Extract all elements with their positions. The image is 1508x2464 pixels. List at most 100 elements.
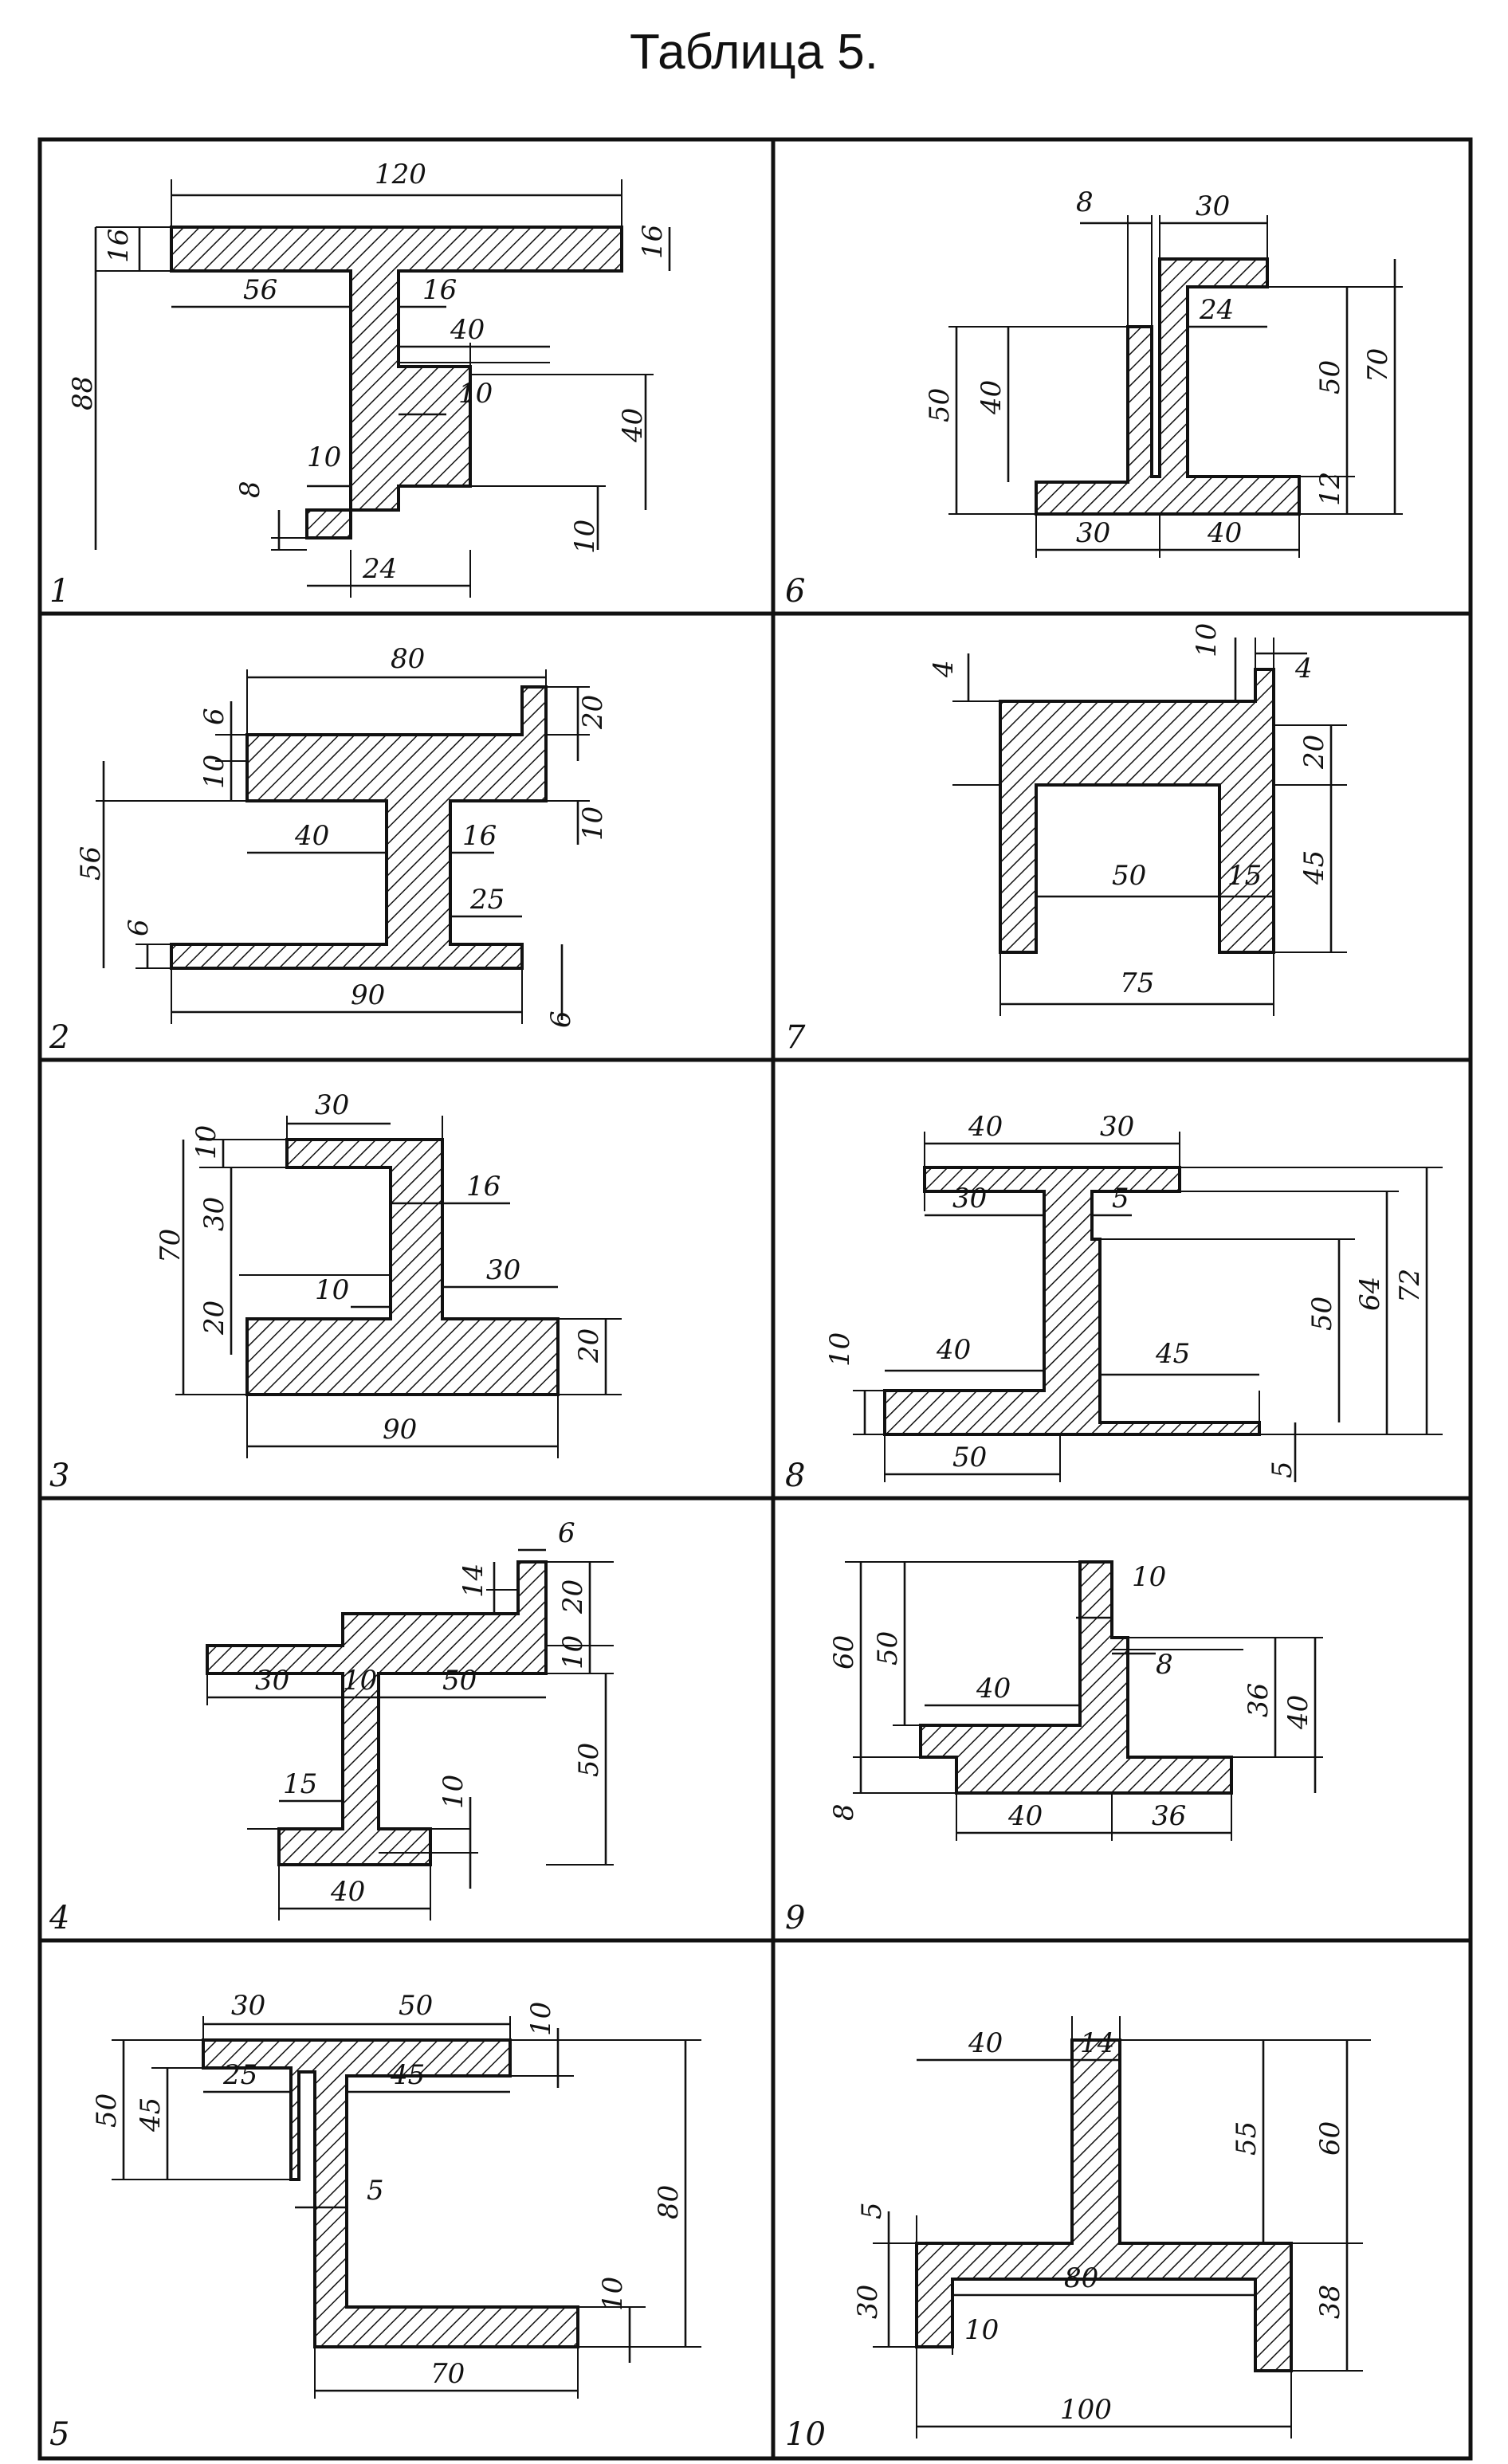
dim-label: 14 [1080, 2027, 1114, 2059]
panel-10: 40 14 55 60 5 30 80 38 10 100 10 [785, 2016, 1371, 2453]
dim-label: 36 [1152, 1800, 1186, 1832]
panel-number: 8 [785, 1458, 805, 1494]
dim-label: 10 [557, 1635, 589, 1669]
dim-label: 16 [422, 274, 457, 306]
dim-label: 16 [462, 820, 497, 852]
dim-label: 70 [430, 2358, 465, 2390]
section-shape-8 [883, 1166, 1261, 1436]
dim-label: 10 [438, 1775, 469, 1809]
panel-6: 8 30 24 50 40 50 70 12 30 40 6 [785, 186, 1403, 610]
panel-number: 9 [785, 1900, 805, 1936]
dim-label: 10 [577, 806, 609, 841]
dim-label: 38 [1314, 2285, 1346, 2319]
panel-7: 4 10 4 20 50 15 45 75 7 [785, 623, 1347, 1056]
dim-label: 6 [558, 1517, 575, 1549]
dim-label: 40 [1282, 1695, 1314, 1730]
dim-label: 88 [67, 376, 99, 410]
dim-label: 45 [1298, 850, 1330, 885]
dim-label: 24 [362, 553, 397, 585]
dim-label: 50 [924, 388, 956, 422]
dim-label: 20 [1298, 735, 1330, 770]
dim-label: 10 [315, 1274, 349, 1306]
section-shape-7 [999, 668, 1275, 954]
panel-number: 2 [49, 1019, 69, 1056]
panel-number: 7 [785, 1019, 806, 1056]
dim-label: 10 [824, 1332, 856, 1367]
dim-label: 30 [198, 1197, 230, 1231]
dim-label: 56 [243, 274, 277, 306]
section-shape-1 [170, 226, 623, 539]
dim-label: 10 [964, 2314, 999, 2346]
dim-label: 8 [1156, 1649, 1173, 1681]
dim-label: 40 [976, 1673, 1011, 1705]
dim-label: 70 [1362, 348, 1394, 383]
dim-label: 120 [375, 159, 426, 190]
dim-label: 60 [828, 1635, 860, 1669]
dim-label: 40 [968, 1111, 1003, 1143]
dim-label: 8 [234, 481, 266, 498]
section-shape-9 [919, 1560, 1233, 1795]
dim-label: 20 [577, 695, 609, 730]
dim-label: 30 [1076, 517, 1110, 549]
dim-label: 25 [222, 2059, 257, 2091]
panel-8: 40 30 30 5 50 64 72 10 40 45 50 5 8 [785, 1111, 1443, 1494]
dim-label: 10 [343, 1665, 377, 1697]
dim-label: 4 [1294, 653, 1313, 685]
dim-label: 40 [450, 314, 485, 346]
panel-4: 6 14 20 10 30 10 50 15 10 50 40 4 [49, 1517, 614, 1936]
panel-2: 80 6 20 10 56 40 16 10 25 6 90 6 2 [49, 643, 609, 1056]
section-shape-6 [1035, 257, 1301, 516]
dim-label: 10 [1132, 1561, 1166, 1593]
dim-label: 8 [828, 1803, 860, 1821]
panel-number: 3 [49, 1458, 69, 1494]
table-frame [37, 137, 1473, 2461]
dim-label: 30 [1100, 1111, 1134, 1143]
dim-label: 25 [469, 884, 505, 916]
dim-label: 64 [1354, 1277, 1386, 1311]
panel-1: 120 16 16 56 16 40 10 88 40 10 8 24 10 1 [49, 159, 671, 610]
dim-label: 24 [1199, 294, 1234, 326]
dim-label: 40 [936, 1334, 971, 1366]
dim-label: 72 [1394, 1269, 1426, 1303]
dim-label: 6 [198, 708, 230, 725]
dim-label: 40 [294, 820, 329, 852]
dim-label: 90 [351, 979, 385, 1011]
dim-label: 40 [976, 380, 1007, 415]
dim-label: 20 [573, 1328, 605, 1363]
dim-label: 10 [307, 441, 341, 473]
dim-label: 40 [1007, 1800, 1043, 1832]
dim-label: 10 [597, 2277, 629, 2311]
dim-label: 4 [928, 660, 960, 678]
dim-label: 50 [573, 1743, 605, 1777]
page-title: Таблица 5. [629, 25, 879, 80]
dim-label: 40 [968, 2027, 1003, 2059]
dim-label: 16 [637, 225, 669, 259]
dim-label: 10 [458, 378, 493, 410]
dim-label: 14 [458, 1564, 489, 1598]
panel-number: 10 [785, 2416, 826, 2453]
dim-label: 55 [1231, 2121, 1263, 2156]
dim-label: 10 [190, 1125, 222, 1159]
dim-label: 30 [231, 1990, 265, 2022]
dim-label: 36 [1243, 1683, 1274, 1717]
dim-label: 40 [330, 1876, 365, 1908]
dim-label: 40 [1207, 517, 1242, 549]
section-shape-4 [206, 1560, 548, 1866]
panel-number: 4 [49, 1900, 69, 1936]
dim-label: 50 [1306, 1297, 1338, 1331]
dim-label: 50 [1314, 360, 1346, 394]
dim-label: 8 [1076, 186, 1094, 218]
dim-label: 50 [952, 1442, 987, 1473]
dim-label: 10 [525, 2002, 557, 2036]
dim-label: 70 [155, 1229, 187, 1263]
dim-label: 50 [872, 1631, 904, 1666]
dim-label: 6 [123, 919, 155, 936]
dim-label: 6 [545, 1010, 577, 1028]
panel-number: 5 [49, 2416, 69, 2453]
dim-label: 80 [653, 2185, 685, 2219]
section-shape-2 [170, 685, 548, 970]
dim-label: 100 [1060, 2394, 1112, 2426]
dim-label: 90 [383, 1414, 417, 1446]
dim-label: 50 [399, 1990, 433, 2022]
panel-5: 30 50 10 50 25 45 45 80 5 10 70 5 [49, 1990, 701, 2453]
